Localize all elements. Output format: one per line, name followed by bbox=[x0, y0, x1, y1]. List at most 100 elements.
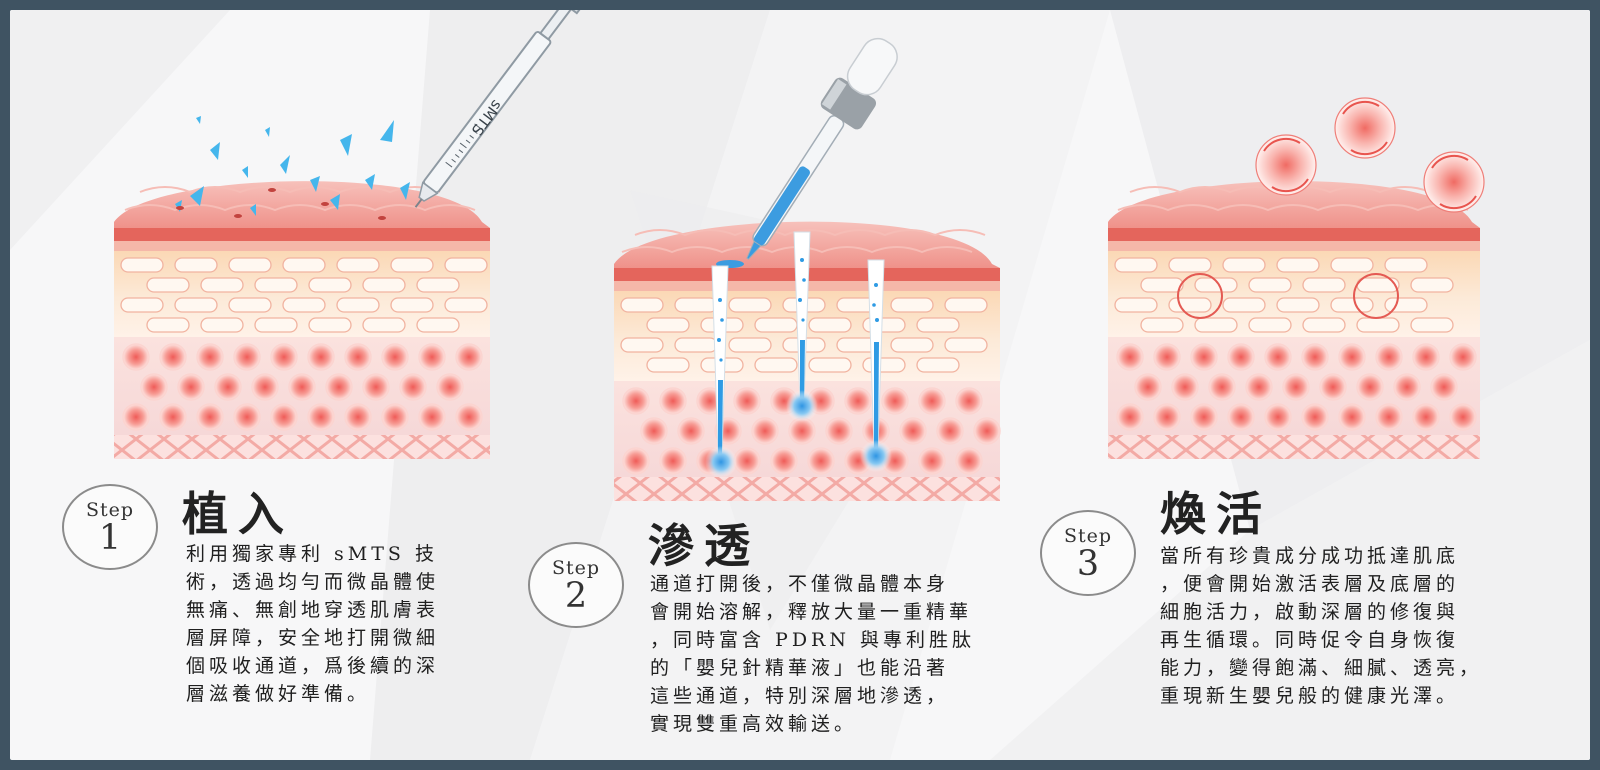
skin-cell bbox=[1449, 343, 1477, 371]
desc-line: 層屏障，安全地打開微細 bbox=[186, 627, 440, 649]
desc-line: 層滋養做好準備。 bbox=[186, 683, 371, 705]
fat-cell bbox=[1114, 297, 1158, 313]
fat-cell bbox=[390, 297, 434, 313]
fat-cell bbox=[1248, 317, 1292, 333]
fat-cell bbox=[336, 297, 380, 313]
fat-cell bbox=[1168, 297, 1212, 313]
desc-line: 通道打開後，不僅微晶體本身 bbox=[650, 573, 950, 595]
fat-cell bbox=[1410, 317, 1454, 333]
skin-cell bbox=[659, 447, 687, 475]
desc-line: ，同時富含 PDRN 與專利胜肽 bbox=[650, 629, 976, 651]
micro-channel-holes bbox=[176, 188, 386, 220]
step-3-title: 煥活 bbox=[1160, 487, 1272, 541]
skin-cell bbox=[955, 387, 983, 415]
fat-cell bbox=[944, 337, 988, 353]
skin-cell bbox=[1282, 373, 1310, 401]
skin-cell bbox=[307, 343, 335, 371]
skin-cell bbox=[1153, 343, 1181, 371]
fat-cell bbox=[728, 297, 772, 313]
skin-cell bbox=[418, 403, 446, 431]
skin-cell bbox=[733, 447, 761, 475]
desc-line: 能力，變得飽滿、細膩、透亮， bbox=[1160, 657, 1483, 679]
fat-cell bbox=[362, 317, 406, 333]
fat-cell bbox=[336, 257, 380, 273]
skin-cell bbox=[251, 373, 279, 401]
skin-cell bbox=[881, 387, 909, 415]
fat-cell bbox=[674, 297, 718, 313]
regenerating-cell-icon bbox=[1177, 97, 1485, 319]
skin-cell bbox=[622, 387, 650, 415]
skin-cell bbox=[1264, 403, 1292, 431]
fat-cell bbox=[1384, 297, 1428, 313]
fat-cell bbox=[916, 317, 960, 333]
fat-cell bbox=[1356, 317, 1400, 333]
step-1-title: 植入 bbox=[182, 487, 294, 541]
fat-cell bbox=[1168, 257, 1212, 273]
skin-cell bbox=[1116, 403, 1144, 431]
fat-cell bbox=[282, 297, 326, 313]
step-number: 3 bbox=[1076, 544, 1100, 584]
fat-cell bbox=[308, 277, 352, 293]
fat-cell bbox=[1410, 277, 1454, 293]
skin-cell bbox=[807, 447, 835, 475]
skin-cell bbox=[825, 417, 853, 445]
fat-cell bbox=[620, 337, 664, 353]
skin-cell bbox=[270, 403, 298, 431]
skin-cell bbox=[640, 417, 668, 445]
desc-line: 的「嬰兒針精華液」也能沿著 bbox=[650, 657, 950, 679]
fat-cell bbox=[282, 257, 326, 273]
skin-cell bbox=[936, 417, 964, 445]
skin-cell bbox=[770, 447, 798, 475]
skin-cell bbox=[677, 417, 705, 445]
skin-cell bbox=[122, 403, 150, 431]
fat-cell bbox=[390, 257, 434, 273]
step-2-badge: Step 2 bbox=[528, 542, 624, 628]
step-1-description: 利用獨家專利 sMTS 技 術，透過均勻而微晶體使 無痛、無創地穿透肌膚表 層屏… bbox=[186, 540, 439, 708]
micro-channels bbox=[705, 231, 892, 478]
skin-cell bbox=[381, 343, 409, 371]
skin-cell bbox=[1412, 343, 1440, 371]
dropper-icon bbox=[746, 37, 898, 260]
desc-line: 利用獨家專利 sMTS 技 bbox=[186, 543, 438, 565]
skin-cell bbox=[1171, 373, 1199, 401]
skin-cell bbox=[918, 447, 946, 475]
desc-line: 實現雙重高效輸送。 bbox=[650, 713, 858, 735]
fat-cell bbox=[728, 337, 772, 353]
skin-cell bbox=[1338, 403, 1366, 431]
fat-cell bbox=[1194, 317, 1238, 333]
fat-cell bbox=[254, 277, 298, 293]
fat-cell bbox=[1330, 257, 1374, 273]
skin-cell bbox=[1430, 373, 1458, 401]
skin-cell bbox=[455, 343, 483, 371]
desc-line: 術，透過均勻而微晶體使 bbox=[186, 571, 440, 593]
desc-line: ，便會開始激活表層及底層的 bbox=[1160, 573, 1460, 595]
fat-cell bbox=[862, 317, 906, 333]
skin-cell bbox=[1356, 373, 1384, 401]
fat-cell bbox=[254, 317, 298, 333]
step-3-description: 當所有珍貴成分成功抵達肌底 ，便會開始激活表層及底層的 細胞活力，啟動深層的修復… bbox=[1160, 542, 1482, 710]
skin-cell bbox=[288, 373, 316, 401]
skin-cell bbox=[1393, 373, 1421, 401]
skin-cell bbox=[899, 417, 927, 445]
fat-cell bbox=[1248, 277, 1292, 293]
desc-line: 當所有珍貴成分成功抵達肌底 bbox=[1160, 545, 1460, 567]
step-2-title: 滲透 bbox=[648, 519, 760, 573]
skin-cell bbox=[159, 403, 187, 431]
treatment-illustration: sMTS bbox=[114, 10, 1485, 501]
skin-cell bbox=[270, 343, 298, 371]
skin-cell bbox=[973, 417, 1001, 445]
skin-cell bbox=[1412, 403, 1440, 431]
skin-cell bbox=[1319, 373, 1347, 401]
fat-cell bbox=[1222, 257, 1266, 273]
skin-cell bbox=[1190, 403, 1218, 431]
skin-cell bbox=[622, 447, 650, 475]
fat-cell bbox=[444, 257, 488, 273]
desc-line: 再生循環。同時促令自身恢復 bbox=[1160, 629, 1460, 651]
skin-cell bbox=[196, 403, 224, 431]
skin-cell bbox=[399, 373, 427, 401]
skin-cell bbox=[1190, 343, 1218, 371]
skin-cell bbox=[659, 387, 687, 415]
fat-cell bbox=[228, 257, 272, 273]
fat-cell bbox=[1302, 277, 1346, 293]
skin-cell bbox=[1116, 343, 1144, 371]
